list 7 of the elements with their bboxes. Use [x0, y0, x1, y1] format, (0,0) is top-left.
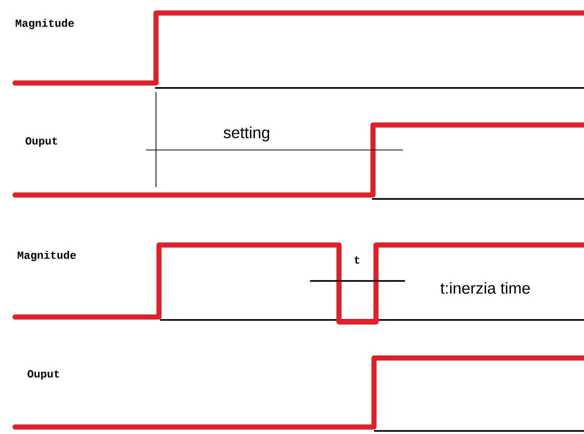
time-label: setting: [224, 126, 270, 142]
signal-label: Ouput: [26, 137, 58, 147]
time-label: t:inerzia time: [440, 282, 530, 294]
signal-label: t: [354, 256, 360, 264]
signal-label: Ouput: [28, 370, 60, 380]
signal-label: Magnitude: [16, 18, 74, 30]
signal-label: Magnitude: [18, 250, 76, 262]
